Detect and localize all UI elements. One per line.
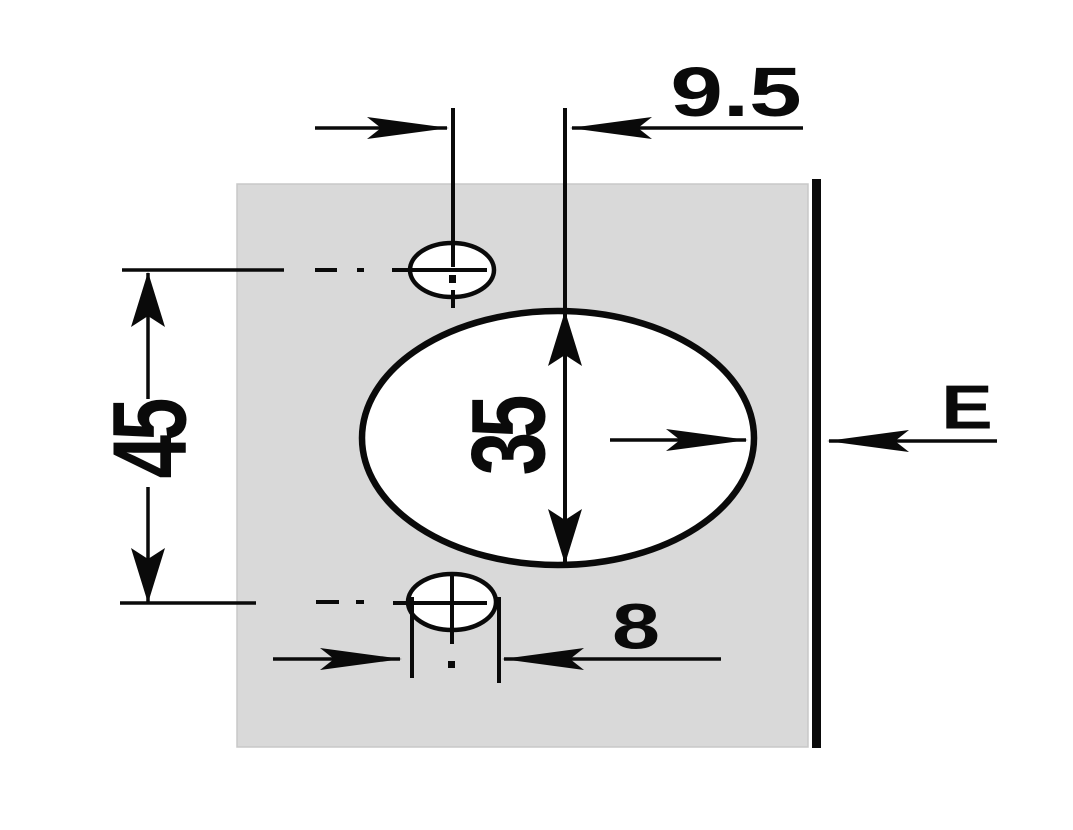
centerline-dot-top-hole <box>449 275 456 283</box>
door-edge-line <box>812 179 821 748</box>
centerlines <box>315 108 567 668</box>
arrow-right-icon <box>666 429 748 451</box>
arrow-left-icon <box>827 430 909 452</box>
arrowheads <box>131 117 909 670</box>
dimension-label-8: 8 <box>612 591 660 663</box>
arrow-left-icon <box>502 648 584 670</box>
dimension-label-9-5: 9.5 <box>670 53 801 131</box>
cup-hole-circle <box>358 307 758 569</box>
arrow-left-icon <box>570 117 652 139</box>
arrow-right-icon <box>367 117 449 139</box>
arrow-up-icon <box>548 311 582 366</box>
dimension-label-35: 35 <box>449 397 567 476</box>
arrow-right-icon <box>320 648 402 670</box>
arrow-down-icon <box>548 509 582 564</box>
arrow-up-icon <box>131 272 165 327</box>
dimension-label-45: 45 <box>90 400 208 479</box>
edge-reference-label-e: E <box>941 372 993 442</box>
arrow-down-icon <box>131 548 165 603</box>
centerline-dot-bottom-hole <box>448 661 455 668</box>
